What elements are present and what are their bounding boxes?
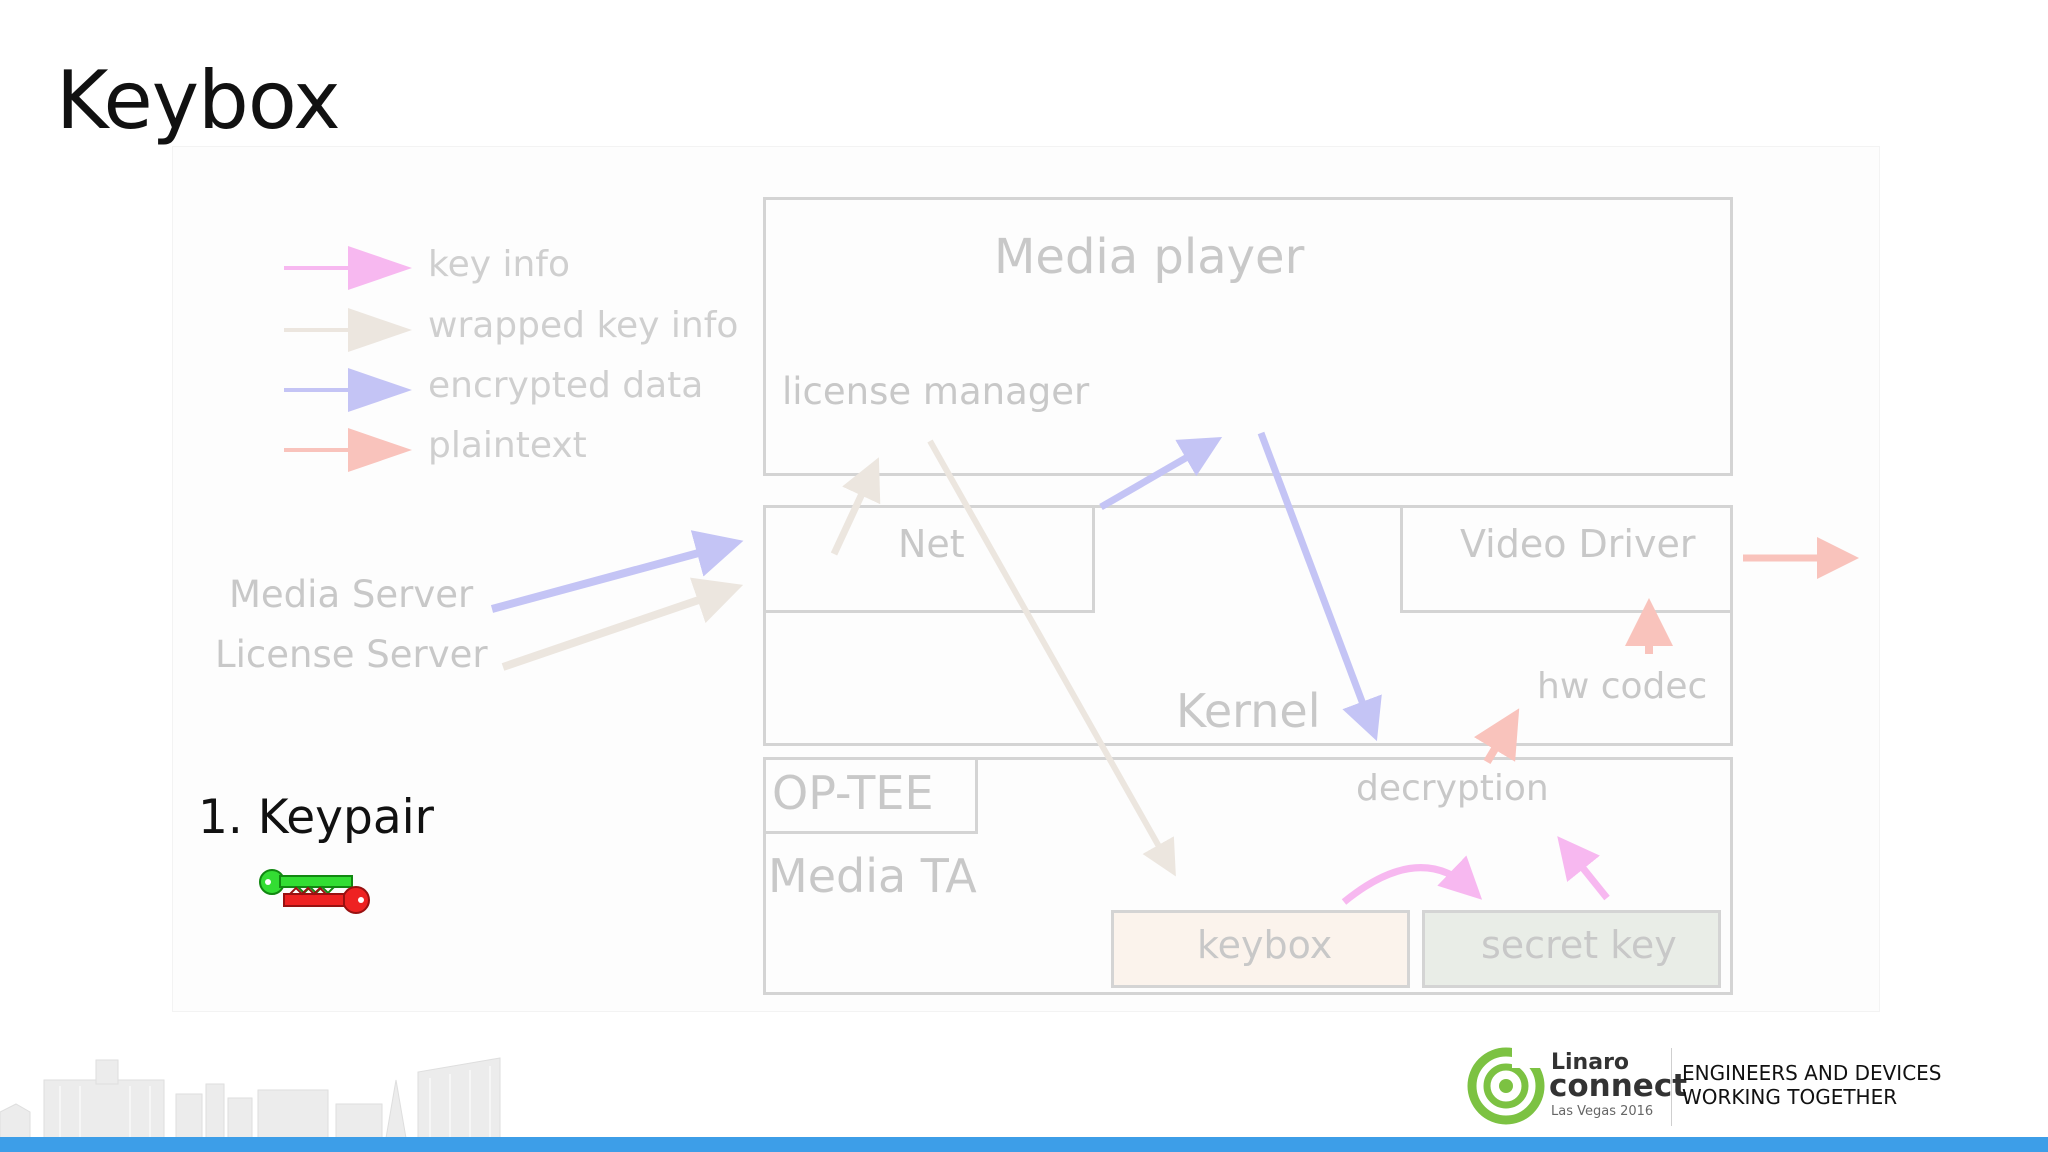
kernel-box: [763, 505, 1733, 746]
legend-arrow-plaintext: [284, 428, 412, 472]
legend-arrow-key-info: [284, 246, 412, 290]
red-key-icon: [283, 886, 370, 914]
footer-accent-bar: [0, 1137, 2048, 1152]
media-ta-label: Media TA: [768, 849, 977, 903]
arrow-secret-key-to-decryption: [1557, 836, 1610, 901]
legend-arrow-wrapped-key-info: [284, 308, 412, 352]
arrow-license-server-to-net: [501, 577, 744, 671]
step-keypair-label: 1. Keypair: [198, 790, 435, 845]
arrow-license-manager-to-keybox: [927, 439, 1176, 877]
legend-arrows: [284, 246, 412, 472]
video-driver-box: [1400, 505, 1733, 613]
hw-codec-label: hw codec: [1537, 666, 1708, 707]
optee-label: OP-TEE: [772, 766, 934, 820]
license-server-label: License Server: [215, 633, 488, 676]
arrow-net-to-license-manager: [830, 457, 881, 556]
slide-title: Keybox: [56, 54, 341, 147]
legend-label-plaintext: plaintext: [428, 425, 587, 466]
footer-divider: [1671, 1048, 1672, 1126]
optee-box: [763, 757, 978, 834]
legend-label-encrypted-data: encrypted data: [428, 365, 704, 406]
video-driver-label: Video Driver: [1460, 522, 1696, 566]
secret-key-box: [1422, 910, 1721, 988]
skyline-decoration: [0, 1057, 501, 1138]
arrow-media-player-to-decryption: [1257, 431, 1382, 742]
media-player-box: [763, 197, 1733, 476]
media-player-label: Media player: [994, 229, 1305, 285]
brand-product: connect: [1549, 1068, 1688, 1104]
linaro-logo-icon: [1467, 1046, 1546, 1125]
arrow-net-to-media-player: [1099, 436, 1223, 511]
brand-name: Linaro: [1551, 1050, 1630, 1075]
legend-label-key-info: key info: [428, 244, 570, 285]
tagline-line-1: ENGINEERS AND DEVICES: [1682, 1061, 1942, 1085]
net-label: Net: [898, 522, 965, 566]
tagline: ENGINEERS AND DEVICES WORKING TOGETHER: [1682, 1061, 1942, 1109]
event-label: Las Vegas 2016: [1551, 1104, 1654, 1119]
arrow-keybox-to-secret-key: [1341, 855, 1483, 905]
tagline-line-2: WORKING TOGETHER: [1682, 1085, 1898, 1109]
legend-arrow-encrypted-data: [284, 368, 412, 412]
secret-key-label: secret key: [1481, 923, 1677, 967]
legend-label-wrapped-key-info: wrapped key info: [428, 305, 739, 346]
keypair-icon: [259, 869, 370, 914]
keybox-box: [1111, 910, 1410, 988]
media-ta-box: [763, 757, 1733, 995]
license-manager-label: license manager: [782, 370, 1090, 413]
arrow-decryption-to-hw-codec: [1473, 708, 1520, 765]
net-box: [763, 505, 1095, 613]
media-server-label: Media Server: [229, 573, 474, 616]
decryption-label: decryption: [1356, 768, 1549, 809]
keybox-label: keybox: [1197, 923, 1333, 967]
arrow-media-server-to-net: [490, 530, 744, 613]
kernel-label: Kernel: [1176, 684, 1321, 738]
